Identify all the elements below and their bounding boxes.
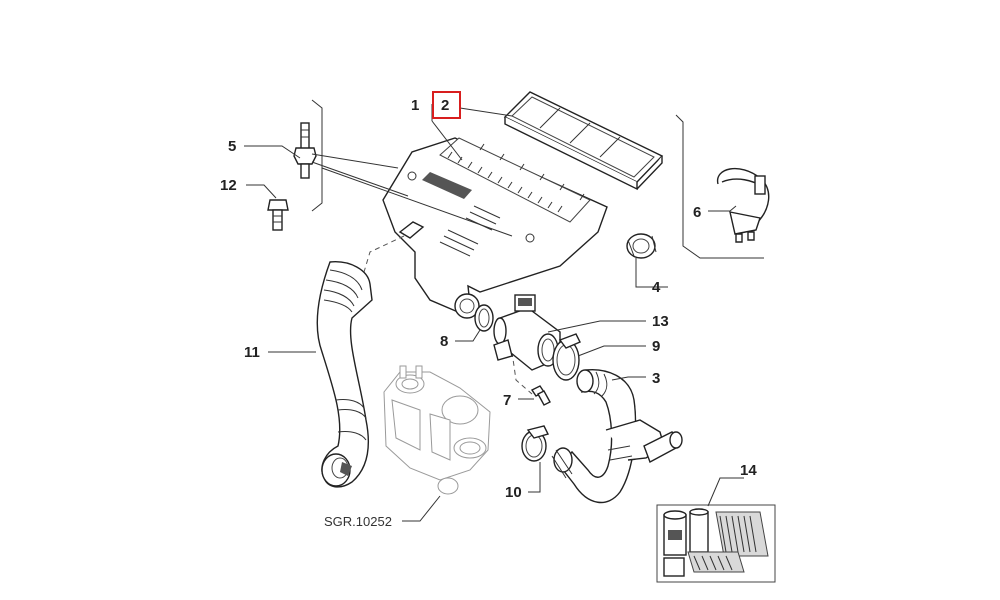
- label-part-9: 9: [652, 338, 660, 355]
- air-box-cover: [382, 137, 608, 319]
- hose-clamp-lower: [521, 425, 550, 462]
- turbocharger-reference: [383, 365, 491, 495]
- reference-code: SGR.10252: [324, 514, 392, 529]
- label-part-7: 7: [503, 392, 511, 409]
- screw: [267, 199, 289, 231]
- label-part-6: 6: [693, 204, 701, 221]
- label-part-1: 1: [411, 97, 419, 114]
- label-part-4: 4: [652, 279, 661, 296]
- intake-hose: [551, 369, 683, 504]
- label-part-13: 13: [652, 313, 669, 330]
- cover-ribs: [447, 143, 585, 213]
- label-part-12: 12: [220, 177, 237, 194]
- service-kit-box: [656, 504, 776, 583]
- stud: [293, 122, 317, 179]
- label-part-10: 10: [505, 484, 522, 501]
- hose-clamp-upper: [552, 333, 581, 381]
- label-part-14: 14: [740, 462, 757, 479]
- air-flow-meter: [493, 294, 561, 371]
- grommet: [626, 233, 657, 259]
- leader-lines: [244, 104, 744, 522]
- label-part-3: 3: [652, 370, 660, 387]
- label-part-2: 2: [441, 97, 449, 114]
- wiring-bracket: [717, 167, 770, 243]
- intake-pipe: [316, 261, 373, 488]
- dashed-link-flow-screw: [511, 351, 533, 395]
- label-part-8: 8: [440, 333, 448, 350]
- bracket-right: [675, 114, 764, 259]
- highlight-box: [432, 91, 461, 119]
- dashed-link-cover-hose: [363, 235, 405, 273]
- small-screw: [530, 385, 551, 406]
- cover-logo: [422, 172, 472, 199]
- label-part-11: 11: [244, 344, 260, 361]
- label-part-5: 5: [228, 138, 236, 155]
- air-filter-element: [503, 91, 664, 191]
